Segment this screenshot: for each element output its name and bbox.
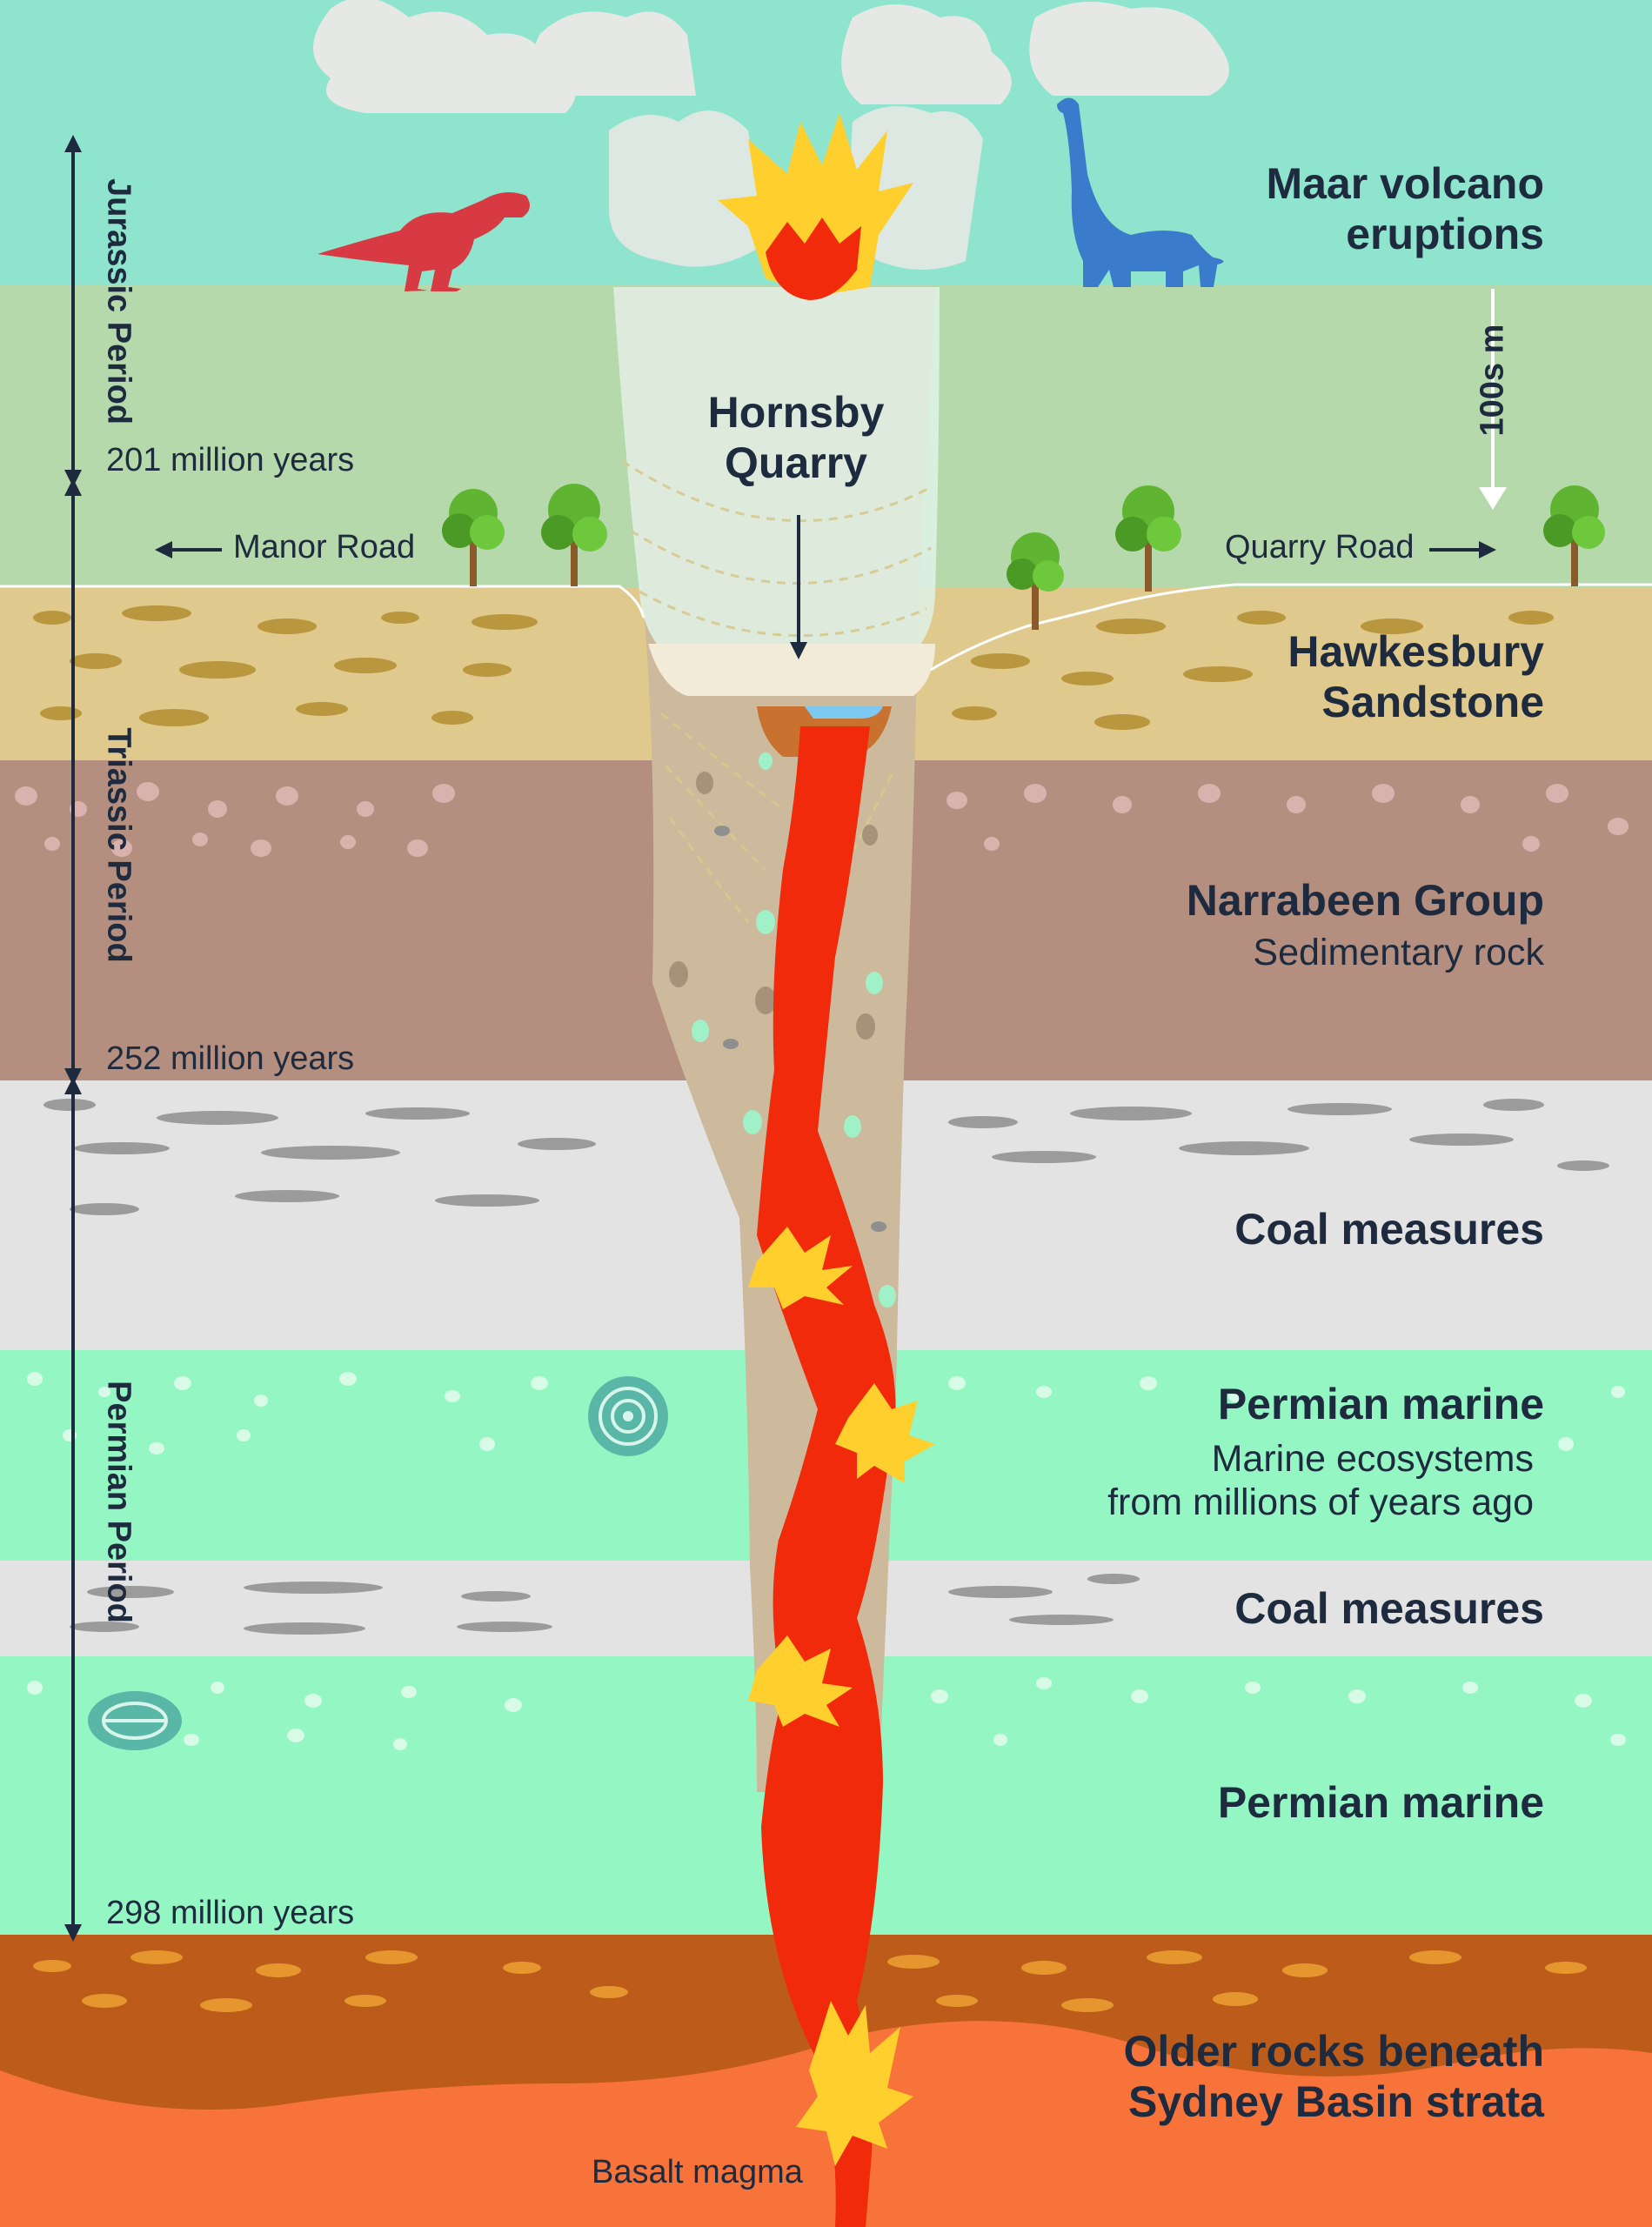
ground-surface-line [0, 583, 1652, 672]
maar-title-line-2: eruptions [1346, 210, 1544, 258]
permian-marine-subtitle-line-2: from millions of years ago [1107, 1481, 1534, 1523]
quarry-road-label: Quarry Road [1225, 529, 1415, 565]
hornsby-quarry-line-2: Quarry [725, 438, 867, 487]
older-rocks-title-line-2: Sydney Basin strata [1128, 2077, 1544, 2126]
older-rocks-title: Older rocks beneath Sydney Basin strata [1124, 2026, 1545, 2127]
narrabeen-texture [15, 782, 1629, 857]
hawkesbury-title-line-1: Hawkesbury [1287, 627, 1544, 676]
boundary-label-252: 252 million years [106, 1040, 355, 1077]
eruption-core [766, 217, 861, 300]
t-rex-illustration [318, 192, 530, 291]
hawkesbury-title-line-2: Sandstone [1321, 678, 1544, 726]
coal-seams [43, 1099, 1609, 1635]
permian-marine-subtitle-line-1: Marine ecosystems [1211, 1438, 1534, 1480]
pipe-clasts [669, 752, 896, 1628]
eruption-clouds [313, 0, 1229, 270]
basalt-magma-label: Basalt magma [592, 2154, 803, 2190]
quarry-pit [648, 644, 935, 696]
sauropod-illustration [1057, 97, 1224, 287]
depth-arrowhead [1479, 487, 1507, 510]
crater-fill [613, 287, 940, 679]
jurassic-period-label: Jurassic Period [100, 177, 137, 425]
boundary-label-201: 201 million years [106, 442, 355, 478]
older-rocks-title-line-1: Older rocks beneath [1123, 2027, 1545, 2076]
coal-measures-title-2: Coal measures [1234, 1584, 1544, 1633]
coal-measures-title-1: Coal measures [1234, 1205, 1544, 1254]
permian-marine-title-2: Permian marine [1217, 1778, 1544, 1827]
tree-illustrations [442, 484, 1605, 630]
eruption-burst [718, 113, 913, 296]
quarry-water [805, 706, 883, 719]
trilobite-fossil-icon [88, 1691, 182, 1750]
older-rock-texture [33, 1950, 1587, 2012]
boundary-label-298: 298 million years [106, 1895, 355, 1931]
lava-dike [757, 726, 896, 2227]
depth-label: 100s m [1474, 324, 1511, 437]
triassic-period-label: Triassic Period [100, 727, 137, 963]
narrabeen-group-title: Narrabeen Group [1186, 876, 1544, 925]
narrabeen-group-subtitle: Sedimentary rock [1253, 932, 1544, 973]
manor-road-label: Manor Road [233, 529, 416, 565]
hornsby-quarry-line-1: Hornsby [707, 388, 885, 437]
permian-marine-subtitle: Marine ecosystems from millions of years… [1107, 1437, 1534, 1524]
ammonite-fossil-icon [588, 1376, 668, 1456]
permian-marine-title-1: Permian marine [1217, 1380, 1544, 1428]
permian-period-label: Permian Period [100, 1381, 137, 1623]
maar-volcano-title: Maar volcano eruptions [1266, 158, 1544, 259]
hawkesbury-sandstone-title: Hawkesbury Sandstone [1287, 626, 1544, 727]
hornsby-quarry-label: Hornsby Quarry [679, 387, 913, 488]
lava-burst [748, 1227, 935, 2166]
maar-title-line-1: Maar volcano [1266, 159, 1544, 208]
